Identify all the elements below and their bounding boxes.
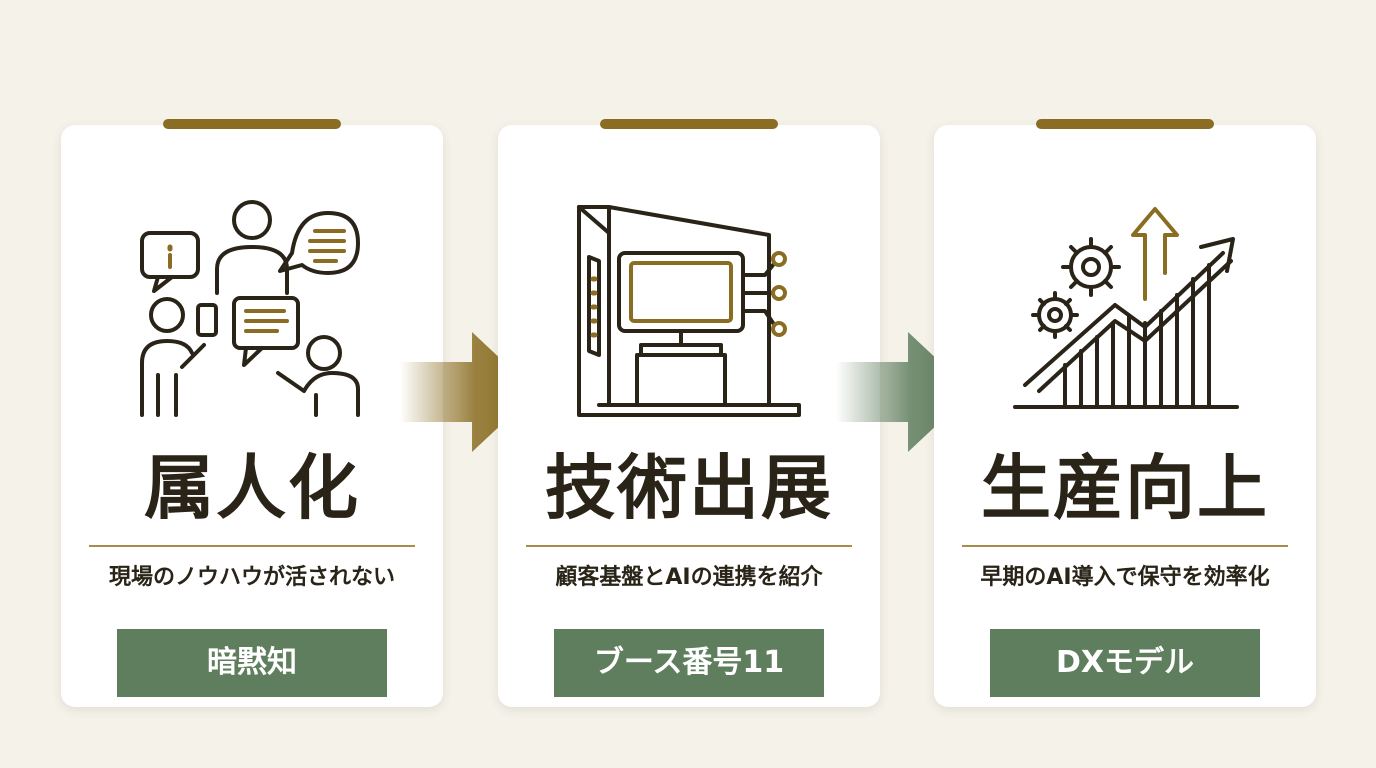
card-top-accent-bar (600, 119, 778, 129)
card-title: 属人化 (144, 446, 360, 529)
divider (962, 545, 1288, 547)
card-description: 早期のAI導入で保守を効率化 (980, 565, 1270, 590)
card-badge: DXモデル (990, 629, 1260, 697)
card-description: 現場のノウハウが活されない (108, 565, 395, 590)
card-badge: ブース番号11 (554, 629, 824, 697)
card-title: 生産向上 (981, 446, 1269, 529)
card-top-accent-bar (1036, 119, 1214, 129)
card-top-accent-bar (163, 119, 341, 129)
card-description: 顧客基盤とAIの連携を紹介 (555, 565, 823, 590)
card-badge: 暗黙知 (117, 629, 387, 697)
card-gijutsu-shutten: 技術出展 顧客基盤とAIの連携を紹介 ブース番号11 (498, 119, 880, 707)
card-title: 技術出展 (545, 446, 833, 529)
card-seisan-kojo: 生産向上 早期のAI導入で保守を効率化 DXモデル (934, 119, 1316, 707)
divider (526, 545, 852, 547)
exhibition-booth-icon (577, 205, 801, 417)
gears-growth-chart-icon (1013, 207, 1239, 409)
knowledge-sharing-people-icon (140, 200, 360, 417)
divider (89, 545, 415, 547)
card-zokujinka: 属人化 現場のノウハウが活されない 暗黙知 (61, 119, 443, 707)
